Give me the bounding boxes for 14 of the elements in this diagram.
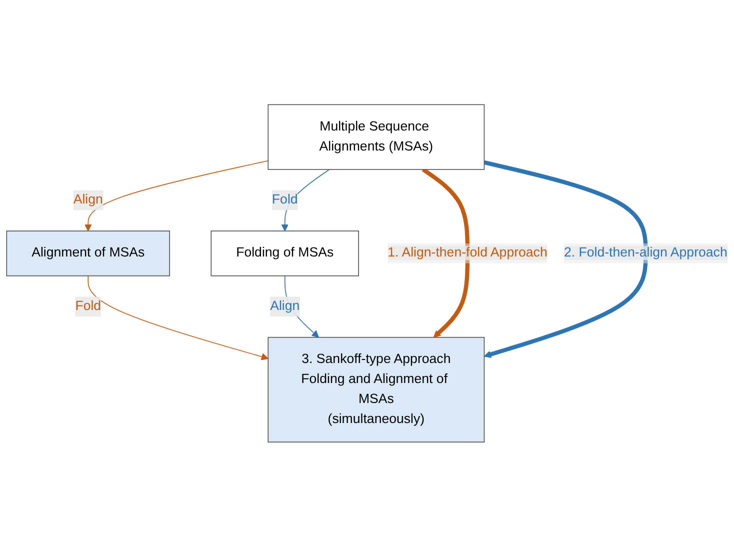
- edge-label: Align: [270, 298, 300, 313]
- edge-label: Align: [73, 192, 103, 207]
- arrow: [484, 160, 648, 358]
- edge-label: Fold: [75, 298, 102, 313]
- edge-label: Fold: [272, 192, 298, 207]
- edge-label: 1. Align-then-fold Approach: [388, 246, 548, 260]
- edge-label: 2. Fold-then-align Approach: [564, 246, 728, 260]
- node-box: 3. Sankoff-type Approach Folding and Alignment of MSAs (simultaneously): [268, 336, 485, 442]
- node-box: Folding of MSAs: [210, 230, 359, 276]
- arrow: [84, 160, 269, 231]
- arrow: [422, 167, 470, 338]
- node-box: Alignment of MSAs: [6, 230, 170, 276]
- arrow: [88, 275, 268, 360]
- node-box: Multiple Sequence Alignments (MSAs): [268, 104, 485, 170]
